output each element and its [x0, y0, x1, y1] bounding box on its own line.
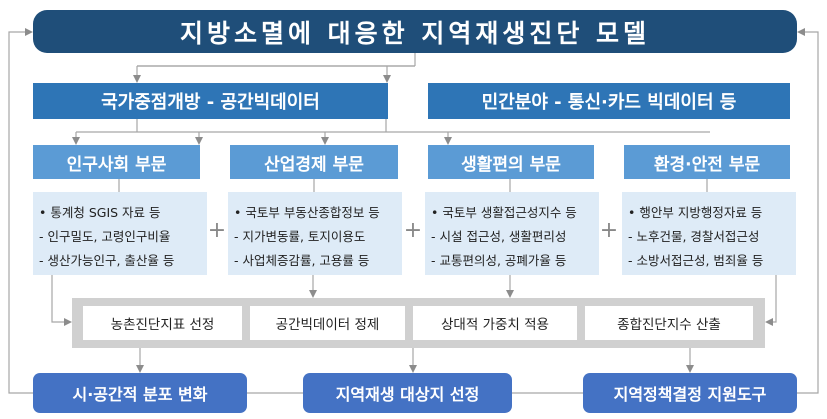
- category-population-society: 인구사회 부문: [33, 145, 200, 179]
- detail-line: • 통계청 SGIS 자료 등: [39, 205, 161, 220]
- detail-line: • 국토부 부동산종합정보 등: [234, 205, 380, 220]
- step-refine-spatial-data: 공간빅데이터 정제: [250, 306, 405, 340]
- detail-line: • 행안부 지방행정자료 등: [628, 205, 763, 220]
- detail-line: - 생산가능인구, 출산율 등: [39, 253, 175, 268]
- step-apply-relative-weights: 상대적 가중치 적용: [413, 306, 577, 340]
- detail-line: - 노후건물, 경찰서접근성: [628, 229, 760, 244]
- source-public-spatial-bigdata: 국가중점개방 - 공간빅데이터: [33, 83, 388, 119]
- detail-line: - 소방서접근성, 범죄율 등: [628, 253, 764, 268]
- category-living-convenience: 생활편의 부문: [428, 145, 594, 179]
- detail-line: - 시설 접근성, 생활편리성: [431, 229, 567, 244]
- output-spatiotemporal-distribution: 시·공간적 분포 변화: [33, 373, 247, 413]
- plus-icon: +: [403, 217, 423, 243]
- category-environment-safety: 환경·안전 부문: [624, 145, 790, 179]
- step-compute-composite-index: 종합진단지수 산출: [585, 306, 753, 340]
- detail-industry-economy: • 국토부 부동산종합정보 등 - 지가변동률, 토지이용도 - 사업체증감률,…: [228, 192, 402, 275]
- detail-environment-safety: • 행안부 지방행정자료 등 - 노후건물, 경찰서접근성 - 소방서접근성, …: [622, 192, 796, 275]
- plus-icon: +: [207, 217, 227, 243]
- source-private-telecom-card-bigdata: 민간분야 - 통신·카드 빅데이터 등: [428, 83, 790, 119]
- step-select-indicators: 농촌진단지표 선정: [83, 306, 242, 340]
- detail-line: • 국토부 생활접근성지수 등: [431, 205, 577, 220]
- diagram-title: 지방소멸에 대응한 지역재생진단 모델: [33, 10, 797, 53]
- detail-living-convenience: • 국토부 생활접근성지수 등 - 시설 접근성, 생활편리성 - 교통편의성,…: [425, 192, 599, 275]
- plus-icon: +: [599, 217, 619, 243]
- detail-line: - 지가변동률, 토지이용도: [234, 229, 366, 244]
- output-policy-decision-tool: 지역정책결정 지원도구: [583, 373, 797, 413]
- detail-line: - 교통편의성, 공폐가율 등: [431, 253, 567, 268]
- detail-line: - 인구밀도, 고령인구비율: [39, 229, 171, 244]
- detail-population-society: • 통계청 SGIS 자료 등 - 인구밀도, 고령인구비율 - 생산가능인구,…: [33, 192, 207, 275]
- output-target-site-selection: 지역재생 대상지 선정: [303, 373, 512, 413]
- category-industry-economy: 산업경제 부문: [230, 145, 398, 179]
- detail-line: - 사업체증감률, 고용률 등: [234, 253, 370, 268]
